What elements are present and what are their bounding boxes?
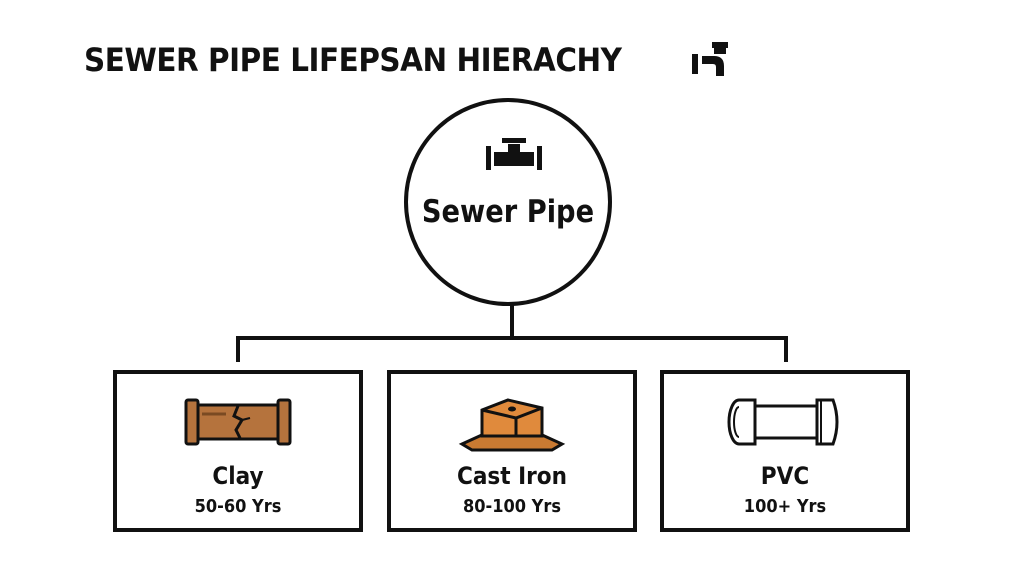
pvc-pipe-icon — [727, 398, 839, 446]
node-name: Cast Iron — [456, 462, 568, 490]
node-lifespan: 50-60 Yrs — [194, 496, 282, 517]
cast-iron-fitting-icon — [458, 398, 566, 452]
page-title: SEWER PIPE LIFEPSAN HIERACHY — [84, 41, 622, 79]
pipe-elbow-icon — [692, 42, 728, 76]
node-name: Clay — [212, 462, 264, 490]
root-label: Sewer Pipe — [421, 194, 595, 230]
node-lifespan: 100+ Yrs — [743, 496, 827, 517]
root-node: Sewer Pipe — [404, 98, 612, 306]
node-cast-iron: Cast Iron 80-100 Yrs — [387, 370, 637, 532]
node-pvc: PVC 100+ Yrs — [660, 370, 910, 532]
node-clay: Clay 50-60 Yrs — [113, 370, 363, 532]
pipe-valve-icon — [486, 138, 542, 170]
node-lifespan: 80-100 Yrs — [462, 496, 562, 517]
node-name: PVC — [760, 462, 810, 490]
cracked-clay-pipe-icon — [184, 398, 292, 446]
